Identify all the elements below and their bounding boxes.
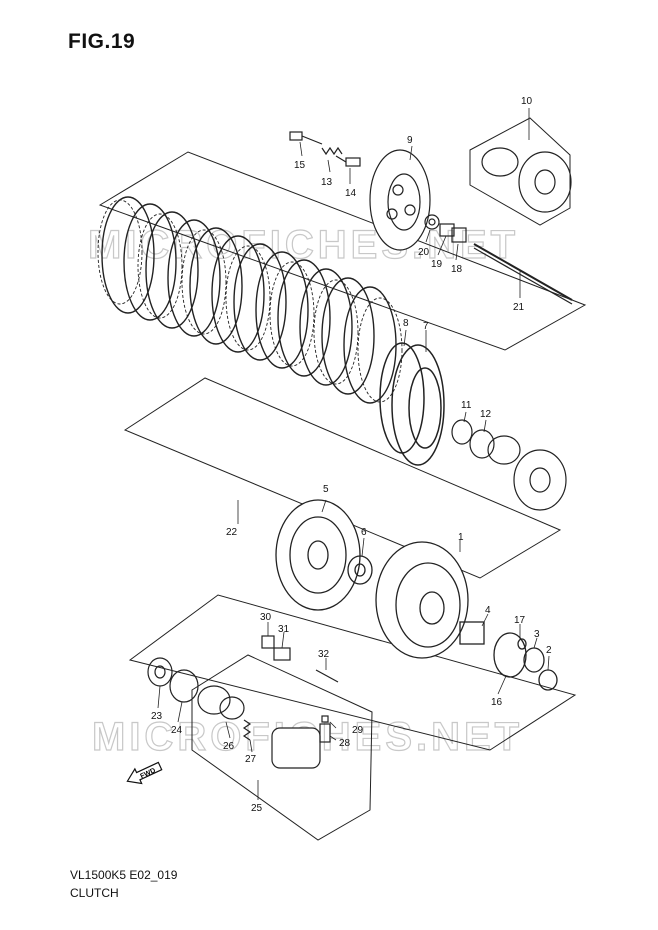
judder-plates xyxy=(379,342,445,466)
frame-pressure-plate xyxy=(469,117,571,226)
figure-title: FIG.19 xyxy=(68,30,136,53)
reference-frames xyxy=(98,117,587,841)
frame-release-lower xyxy=(128,594,577,751)
callout-12: 12 xyxy=(480,409,492,420)
callout-1: 1 xyxy=(458,532,464,543)
diagram-code: VL1500K5 E02_019 xyxy=(70,868,178,882)
callout-7: 7 xyxy=(423,321,429,332)
callout-27: 27 xyxy=(245,754,257,765)
sleeve-hub-set xyxy=(451,147,572,511)
cap-29 xyxy=(321,715,329,723)
callout-29: 29 xyxy=(352,725,364,736)
washer-6 xyxy=(347,555,373,585)
callout-17: 17 xyxy=(514,615,526,626)
callout-14: 14 xyxy=(345,188,357,199)
fwd-arrow-icon: FWD xyxy=(126,761,163,785)
callout-8: 8 xyxy=(403,318,409,329)
callout-3: 3 xyxy=(534,629,540,640)
dowel-30 xyxy=(261,635,275,649)
pin-17 xyxy=(517,638,527,650)
bolt-15 xyxy=(289,131,323,145)
nut-11 xyxy=(451,419,473,445)
fwd-label: FWD xyxy=(139,767,156,780)
callout-23: 23 xyxy=(151,711,163,722)
washer-20 xyxy=(424,214,440,230)
pressure-plate xyxy=(369,149,431,251)
frame-clutch-housing xyxy=(123,377,562,579)
callout-6: 6 xyxy=(361,527,367,538)
callout-10: 10 xyxy=(521,96,533,107)
clutch-housing-assembly xyxy=(275,499,558,691)
diagram-caption: CLUTCH xyxy=(70,886,119,900)
callout-labels: 1 2 3 4 5 6 7 8 9 10 11 12 13 14 15 16 1… xyxy=(151,96,552,814)
retainer-14 xyxy=(335,155,361,167)
callout-4: 4 xyxy=(485,605,491,616)
oil-pump-gear-16 xyxy=(493,632,527,678)
callout-16: 16 xyxy=(491,697,503,708)
callout-9: 9 xyxy=(407,135,413,146)
washer-3 xyxy=(523,647,545,673)
leader-lines xyxy=(157,108,550,800)
release-cylinder-body xyxy=(271,727,321,769)
pressure-plate-assembly xyxy=(289,131,573,305)
washer-12 xyxy=(469,429,495,459)
bearing-19 xyxy=(439,223,455,237)
dowel-31 xyxy=(273,647,291,661)
hub-spring-seat xyxy=(487,435,521,465)
seal-23 xyxy=(147,657,173,687)
callout-15: 15 xyxy=(294,160,306,171)
frame-release-cylinder xyxy=(191,654,373,841)
gear-5 xyxy=(275,499,361,611)
push-rod-21 xyxy=(473,243,573,301)
callout-32: 32 xyxy=(318,649,330,660)
callout-24: 24 xyxy=(171,725,183,736)
callout-18: 18 xyxy=(451,264,463,275)
callout-11: 11 xyxy=(461,400,472,411)
frame-plate-stack xyxy=(98,151,587,351)
release-cylinder-assembly xyxy=(147,635,339,769)
damper-cam xyxy=(481,147,519,177)
callout-19: 19 xyxy=(431,259,443,270)
callout-25: 25 xyxy=(251,803,263,814)
callout-20: 20 xyxy=(418,247,430,258)
cover-24 xyxy=(169,669,199,703)
callout-30: 30 xyxy=(260,612,272,623)
callout-13: 13 xyxy=(321,177,333,188)
callout-5: 5 xyxy=(323,484,329,495)
push-piece-18 xyxy=(451,227,467,243)
bolt-32 xyxy=(315,669,339,683)
spacer-4 xyxy=(459,621,485,645)
sleeve-hub xyxy=(513,449,567,511)
spring-13 xyxy=(321,146,343,156)
piston-26 xyxy=(197,685,231,715)
clutch-plate-stack xyxy=(97,196,445,466)
callout-31: 31 xyxy=(278,624,290,635)
callout-28: 28 xyxy=(339,738,351,749)
callout-22: 22 xyxy=(226,527,238,538)
bolt-28 xyxy=(319,723,331,743)
callout-26: 26 xyxy=(223,741,235,752)
friction-plates xyxy=(101,196,397,404)
callout-2: 2 xyxy=(546,645,552,656)
boot-27 xyxy=(242,719,252,741)
callout-21: 21 xyxy=(513,302,525,313)
